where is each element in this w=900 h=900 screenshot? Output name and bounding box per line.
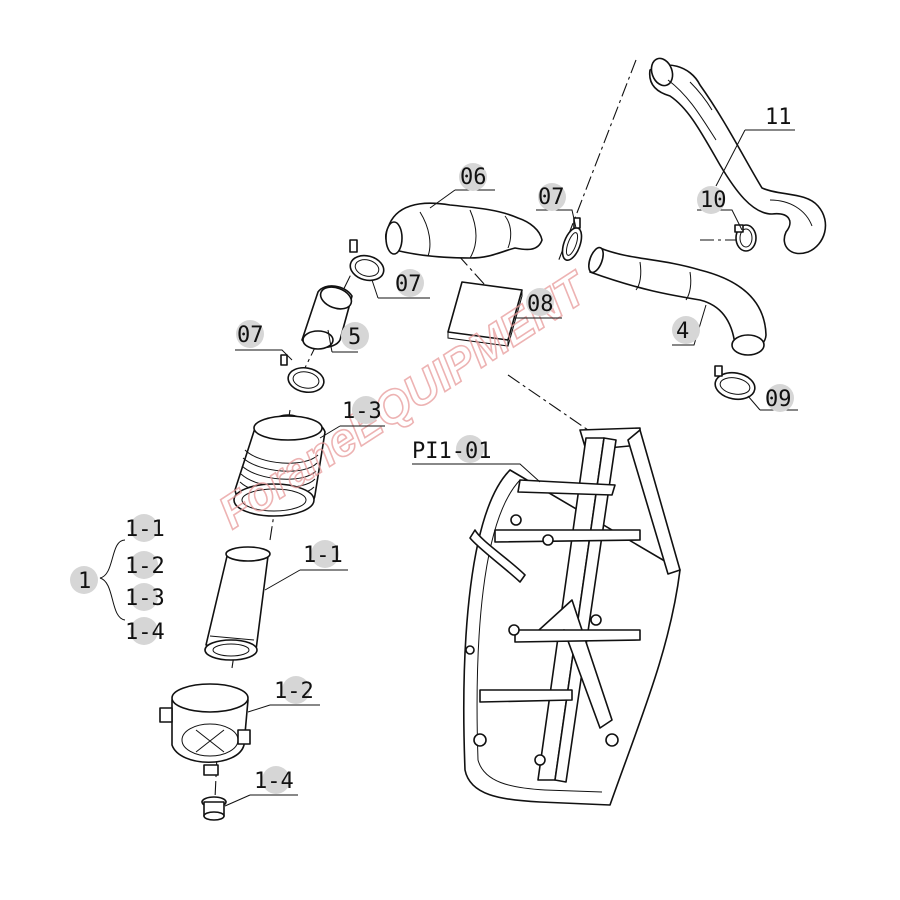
- label-pi1-01: PI1-01: [412, 439, 491, 464]
- clamp-07-lower: [280, 354, 325, 394]
- label-07-middle: 07: [395, 272, 422, 297]
- filter-housing-top-1-3: [233, 414, 326, 517]
- clamp-07-middle: [349, 239, 385, 282]
- label-bubbles: [70, 163, 794, 794]
- valve-1-4: [201, 796, 227, 821]
- bottom-cap-1-2: [159, 683, 251, 776]
- label-1-3: 1-3: [342, 399, 382, 424]
- clamp-09: [714, 365, 756, 401]
- clamp-07-upper-right: [561, 217, 583, 262]
- group-item-1-2: 1-2: [125, 554, 165, 579]
- label-10: 10: [700, 188, 727, 213]
- label-1-2: 1-2: [274, 679, 314, 704]
- group-label-1: 1: [78, 569, 91, 594]
- label-5: 5: [348, 325, 361, 350]
- group-item-1-4: 1-4: [125, 620, 165, 645]
- hose-06: [385, 202, 543, 259]
- label-07-lower: 07: [237, 323, 264, 348]
- part-labels: 11 10 06 07 07 5 07 08 4 09 1-3 PI1-01 1…: [78, 105, 792, 794]
- group-item-1-3: 1-3: [125, 586, 165, 611]
- hose-11: [648, 57, 827, 255]
- hose-5: [301, 285, 353, 350]
- bracket-frame-pi1-01: [463, 427, 681, 806]
- label-4: 4: [676, 319, 689, 344]
- label-07-upper: 07: [538, 185, 565, 210]
- label-09: 09: [765, 387, 792, 412]
- label-06: 06: [460, 165, 487, 190]
- label-1-1: 1-1: [303, 543, 343, 568]
- pad-08: [447, 281, 523, 347]
- label-11: 11: [765, 105, 792, 130]
- label-1-4: 1-4: [254, 769, 294, 794]
- label-08: 08: [527, 292, 554, 317]
- hose-4: [588, 246, 767, 356]
- filter-element-1-1: [204, 546, 271, 661]
- group-item-1-1: 1-1: [125, 517, 165, 542]
- clamp-10: [734, 224, 757, 252]
